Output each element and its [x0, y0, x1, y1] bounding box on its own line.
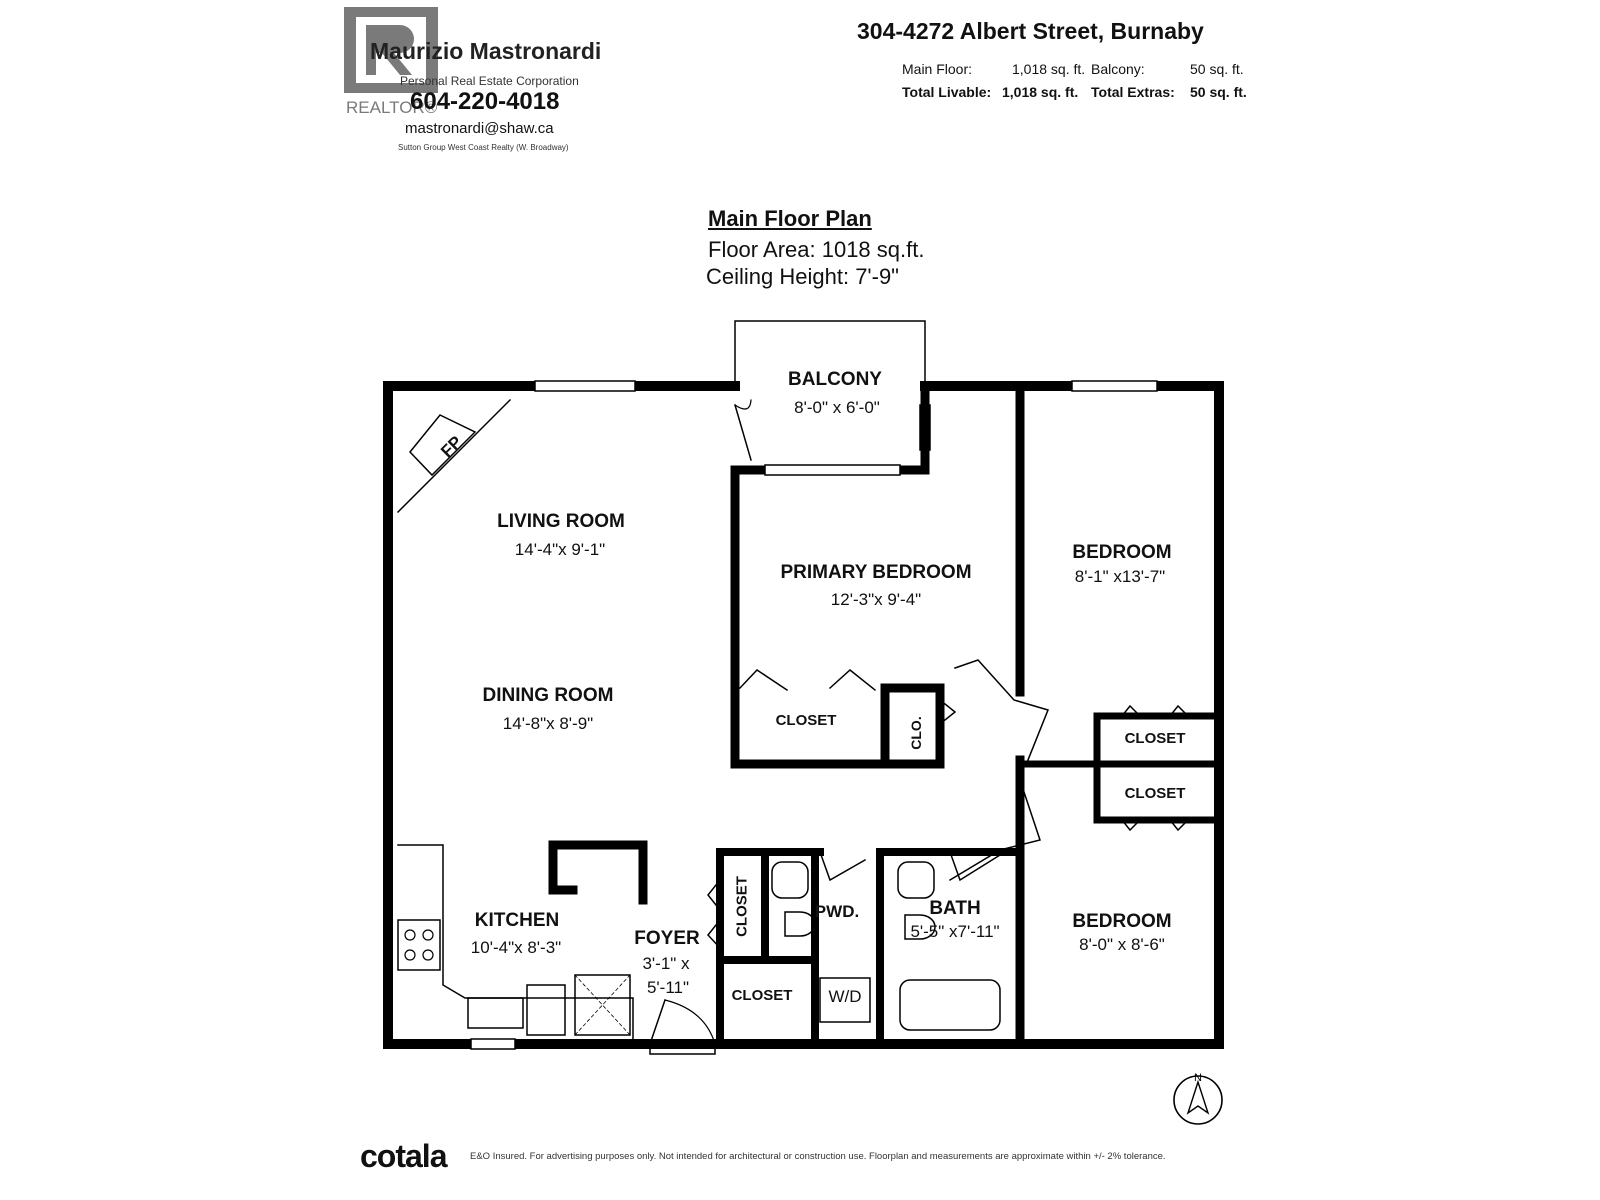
realtor-logo: REALTOR®: [344, 7, 438, 117]
primary-bedroom-wall: [730, 381, 945, 769]
brand-logo: cotala: [360, 1138, 447, 1174]
stove: [397, 919, 441, 971]
bath-dims: 5'-5" x7'-11": [910, 922, 1000, 941]
kitchen-label: KITCHEN: [474, 910, 560, 931]
bedroom-closet-label-upper: CLOSET: [1124, 730, 1186, 747]
plan-title: Main Floor Plan: [708, 206, 872, 231]
bath-sink: [897, 861, 935, 899]
agent-title: Personal Real Estate Corporation: [400, 74, 579, 88]
main-floor-value: 1,018 sq. ft.: [1012, 61, 1086, 77]
powder-room-label: PWD.: [814, 902, 860, 921]
primary-bedroom-dims: 12'-3"x 9'-4": [830, 590, 922, 609]
balcony-area-label: Balcony:: [1091, 61, 1145, 77]
fireplace: [396, 398, 512, 514]
dining-room-dims: 14'-8"x 8'-9": [502, 714, 594, 733]
foyer-dims-line2: 5'-11": [646, 978, 690, 997]
living-window: [534, 380, 636, 392]
primary-bedroom-label: PRIMARY BEDROOM: [780, 562, 972, 583]
pwd-sink: [771, 861, 809, 899]
bedroom-2-label: BEDROOM: [1072, 911, 1172, 932]
pwd-toilet: [784, 911, 816, 937]
balcony-door: [734, 404, 752, 461]
entry-door: [649, 999, 716, 1055]
kitchen-window: [470, 1038, 516, 1050]
kitchen-sink: [467, 997, 524, 1029]
living-room-dims: 14'-4"x 9'-1": [514, 540, 606, 559]
living-room-label: LIVING ROOM: [497, 511, 625, 532]
bathtub: [899, 979, 1001, 1031]
agent-email: mastronardi@shaw.ca: [405, 120, 554, 137]
bedroom-closet-label-lower: CLOSET: [1124, 785, 1186, 802]
small-closet-label: CLO.: [908, 716, 924, 750]
foyer-closet-label: CLOSET: [733, 876, 751, 937]
balcony-label: BALCONY: [788, 369, 882, 390]
total-livable-label: Total Livable:: [902, 84, 992, 100]
plan-ceiling-height: Ceiling Height: 7'-9": [706, 264, 899, 289]
north-compass: [1173, 1075, 1223, 1125]
bedroom-closet-wall: [1016, 712, 1223, 824]
bedroom-2-dims: 8'-0" x 8'-6": [1079, 935, 1165, 954]
entry-closet-label: CLOSET: [731, 987, 793, 1004]
main-floor-label: Main Floor:: [902, 61, 973, 77]
bedroom-label: BEDROOM: [1072, 542, 1172, 563]
dining-room-label: DINING ROOM: [482, 685, 614, 706]
washer-dryer-label: W/D: [828, 987, 862, 1006]
total-extras-label: Total Extras:: [1091, 84, 1175, 100]
total-livable-value: 1,018 sq. ft.: [1002, 84, 1079, 100]
disclaimer-text: E&O Insured. For advertising purposes on…: [470, 1151, 1166, 1162]
foyer-dims-line1: 3'-1" x: [642, 954, 690, 973]
washer-dryer: [819, 977, 871, 1023]
dishwasher: [526, 984, 566, 1036]
agent-name: Maurizio Mastronardi: [370, 38, 602, 64]
bath-label: BATH: [929, 898, 981, 919]
balcony-dims: 8'-0" x 6'-0": [794, 398, 880, 417]
listing-address: 304-4272 Albert Street, Burnaby: [857, 18, 1204, 44]
bedroom-window: [1071, 380, 1158, 392]
kitchen-dims: 10'-4"x 8'-3": [470, 938, 562, 957]
compass-north-label: N: [1194, 1072, 1202, 1084]
svg-text:REALTOR®: REALTOR®: [346, 98, 438, 117]
foyer-label: FOYER: [634, 928, 700, 949]
kitchen-counter: [397, 844, 634, 1040]
agent-phone: 604-220-4018: [410, 88, 560, 115]
balcony-area-value: 50 sq. ft.: [1190, 61, 1244, 77]
agent-brokerage: Sutton Group West Coast Realty (W. Broad…: [398, 143, 569, 152]
plan-floor-area: Floor Area: 1018 sq.ft.: [708, 237, 925, 262]
bedroom-dims: 8'-1" x13'-7": [1074, 567, 1166, 586]
total-extras-value: 50 sq. ft.: [1190, 84, 1247, 100]
primary-closet-label: CLOSET: [775, 712, 837, 729]
bath-toilet: [904, 914, 936, 940]
fridge: [574, 974, 631, 1036]
balcony-outline: [734, 320, 926, 387]
